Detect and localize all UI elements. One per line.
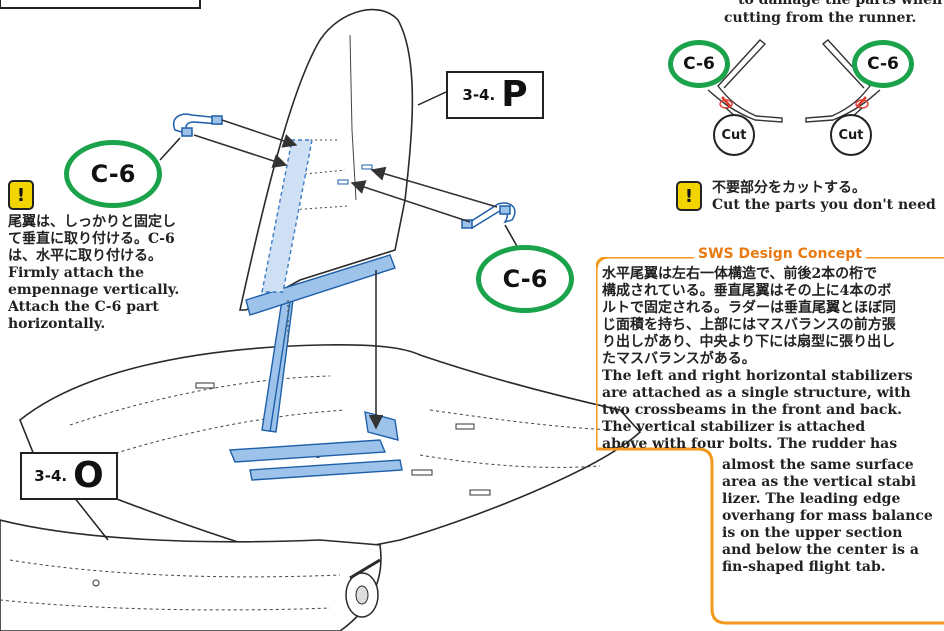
cut-instruction-en: Cut the parts you don't need [712,197,936,213]
part-callout-text: C-6 [502,265,548,293]
sws-concept-line: lizer. The leading edge [722,491,901,507]
cut-marker-left: Cut [713,114,755,156]
assembly-note-line: て垂直に取り付ける。C-6 [8,231,175,247]
part-callout-c6-upper: C-6 [64,140,162,208]
assembly-note-line: は、水平に取り付ける。 [8,248,162,264]
cut-detail-part-label-left: C-6 [668,40,730,88]
sws-concept-line: 水平尾翼は左右一体構造で、前後2本の桁で [602,266,878,282]
sws-concept-line: above with four bolts. The rudder has [602,436,898,452]
step-letter: P [501,74,528,115]
caution-icon: ! [676,181,702,211]
cut-detail-part-label-text: C-6 [867,54,899,74]
cut-detail-part-label-right: C-6 [852,40,914,88]
c6-part-right-drawing [461,202,516,230]
sws-concept-line: fin-shaped flight tab. [722,559,886,575]
c6-part-left-drawing [173,113,223,137]
assembly-note-line: Firmly attach the [8,265,144,281]
spar-assembly-drawing [228,299,403,481]
step-number: 3-4. [34,467,68,485]
sws-concept-body-continued: almost the same surface area as the vert… [722,457,933,576]
sws-concept-line: are attached as a single structure, with [602,385,911,401]
cut-marker-right: Cut [830,114,872,156]
sws-concept-line: and below the center is a [722,542,919,558]
step-number: 3-4. [462,86,496,104]
assembly-note: 尾翼は、しっかりと固定し て垂直に取り付ける。C-6 は、水平に取り付ける。 F… [8,214,179,333]
sws-concept-line: is on the upper section [722,525,903,541]
runner-caution-line: to damage the parts when [738,0,943,8]
step-letter: O [73,455,104,496]
sws-concept-line: り出しがあり、中央より下には扇型に張り出し [602,334,896,350]
cut-instruction-jp: 不要部分をカットする。 [712,180,866,196]
part-callout-c6-lower: C-6 [476,245,574,313]
cut-instruction: 不要部分をカットする。 Cut the parts you don't need [712,180,936,214]
sws-concept-line: 構成されている。垂直尾翼はその上に4本のボ [602,283,892,299]
runner-caution-text: to damage the parts when cutting from th… [724,0,943,27]
sws-concept-line: almost the same surface [722,457,914,473]
cut-detail-drawing [707,39,881,123]
sws-concept-line: The left and right horizontal stabilizer… [602,368,913,384]
sws-concept-line: じ面積を持ち、上部にはマスバランスの前方張 [602,317,896,333]
cut-marker-label: Cut [721,127,747,143]
sws-concept-title: SWS Design Concept [694,246,866,262]
sws-concept-line: overhang for mass balance [722,508,933,524]
caution-icon: ! [8,180,34,210]
vertical-stabilizer-drawing [239,8,414,316]
sws-concept-line: The vertical stabilizer is attached [602,419,866,435]
part-callout-text: C-6 [90,160,136,188]
assembly-note-line: empennage vertically. [8,282,180,298]
assembly-arrows [193,119,498,430]
fuselage-drawing [0,519,382,631]
step-label-horizontal-stabilizer: 3-4. O [20,452,118,500]
runner-caution-line: cutting from the runner. [724,10,917,26]
sws-concept-line: two crossbeams in the front and back. [602,402,902,418]
sws-concept-frame [596,257,944,625]
assembly-note-line: Attach the C-6 part [8,299,159,315]
sws-concept-line: ルトで固定される。ラダーは垂直尾翼とほぼ同 [602,300,896,316]
cut-marker-label: Cut [838,127,864,143]
step-label-vertical-stabilizer: 3-4. P [446,71,544,119]
sws-concept-body: 水平尾翼は左右一体構造で、前後2本の桁で 構成されている。垂直尾翼はその上に4本… [602,266,913,453]
cut-detail-part-label-text: C-6 [683,54,715,74]
sws-concept-line: area as the vertical stabi [722,474,917,490]
assembly-note-line: horizontally. [8,316,106,332]
cropped-header-box [0,0,201,9]
sws-concept-line: たマスバランスがある。 [602,351,756,367]
assembly-note-line: 尾翼は、しっかりと固定し [8,214,176,230]
